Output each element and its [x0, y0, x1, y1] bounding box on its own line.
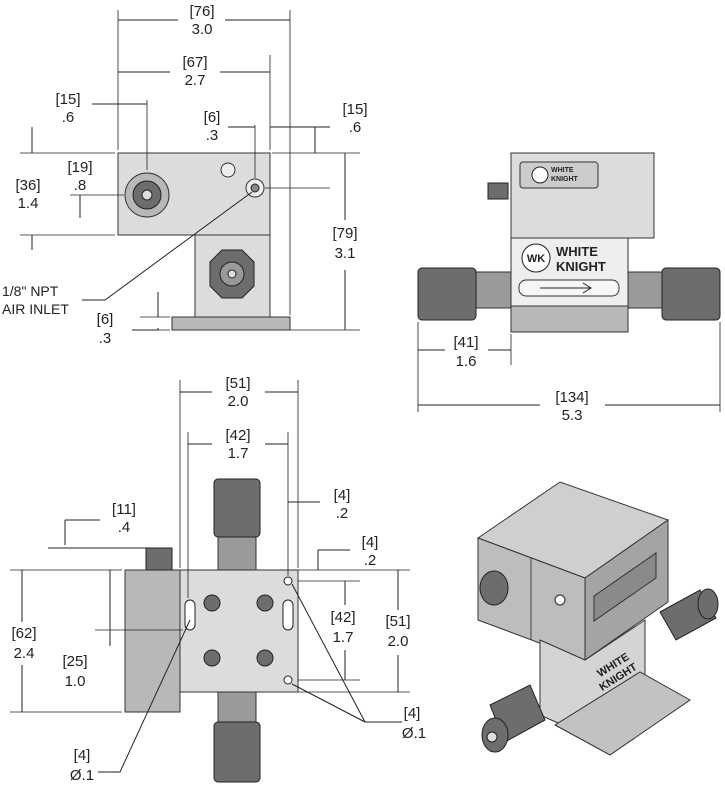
side-view-brand-line2: KNIGHT	[551, 176, 579, 183]
dim-76-in: 3.0	[192, 21, 213, 38]
iso-inlet-port	[554, 594, 566, 606]
side-view-right-nut	[627, 271, 664, 309]
dim-51-in: 2.0	[228, 393, 249, 410]
dim-67-mm: [67]	[182, 54, 207, 71]
dim-hole-right-mm: [4]	[404, 705, 421, 722]
side-view-logo-icon	[531, 166, 549, 184]
front-view-bottom-fitting	[213, 721, 261, 783]
callout-line1: 1/8" NPT	[2, 283, 59, 299]
dim-4b-mm: [4]	[362, 534, 379, 551]
front-view-hole-top	[283, 576, 293, 586]
dim-11-in: .4	[118, 519, 131, 536]
side-view-logo-large-icon	[521, 243, 551, 273]
iso-connector	[479, 570, 509, 606]
dim-134-mm: [134]	[555, 389, 588, 406]
dim-6-in: .3	[206, 127, 219, 144]
top-view-base	[171, 316, 291, 331]
dim-4a-in: .2	[336, 505, 349, 522]
side-view-right-fitting	[661, 267, 721, 321]
front-view-slot-right	[282, 599, 294, 631]
side-view-base	[510, 305, 629, 333]
dim-42v-mm: [42]	[330, 609, 355, 626]
dim-25-mm: [25]	[62, 653, 87, 670]
dim-19-mm: [19]	[67, 159, 92, 176]
side-view-brand-large-line1: WHITE	[556, 244, 598, 259]
front-view-top-fitting	[213, 478, 261, 538]
dim-51v-mm: [51]	[385, 613, 410, 630]
iso-label-plate	[593, 552, 657, 622]
dim-15r-in: .6	[349, 119, 362, 136]
dim-76-mm: [76]	[189, 3, 214, 20]
front-view: [51] 2.0 [42] 1.7 [11] .4 [4] .2 [4] .2 …	[10, 375, 426, 784]
dim-25-in: 1.0	[65, 673, 86, 690]
dim-15-in: .6	[62, 109, 75, 126]
isometric-view: WHITE KNIGHT	[476, 481, 719, 756]
dim-42v-in: 1.7	[333, 629, 354, 646]
dim-6b-mm: [6]	[97, 311, 114, 328]
front-view-slot-left	[184, 599, 196, 631]
dim-15-mm: [15]	[55, 91, 80, 108]
top-view: [76] 3.0 [67] 2.7 [15] .6 [6] .3 [15] .6…	[2, 3, 368, 347]
dim-42-mm: [42]	[225, 427, 250, 444]
callout-line2: AIR INLET	[2, 301, 69, 317]
dim-hole-left-in: Ø.1	[70, 767, 94, 784]
dim-36-mm: [36]	[15, 177, 40, 194]
dim-62-in: 2.4	[14, 645, 35, 662]
dim-51v-in: 2.0	[388, 633, 409, 650]
dim-79-in: 3.1	[335, 245, 356, 262]
side-view-brand-line1: WHITE	[551, 167, 574, 174]
top-view-screw	[220, 162, 236, 178]
front-view-screw-3	[203, 649, 221, 667]
front-view-connector	[145, 547, 173, 571]
dim-11-mm: [11]	[112, 501, 136, 518]
dim-hole-left-mm: [4]	[74, 747, 91, 764]
side-view-left-fitting	[417, 267, 477, 321]
dim-4a-mm: [4]	[334, 487, 351, 504]
front-view-screw-2	[256, 594, 274, 612]
front-view-hole-bottom	[283, 675, 293, 685]
side-view-connector	[487, 182, 509, 200]
hole-leader-left	[98, 619, 191, 773]
dim-hole-right-in: Ø.1	[402, 725, 426, 742]
front-view-plate	[179, 569, 299, 693]
dim-41-mm: [41]	[453, 334, 478, 351]
dim-79-mm: [79]	[332, 225, 357, 242]
side-view-monogram: WK	[527, 253, 545, 265]
dim-51-mm: [51]	[225, 375, 250, 392]
dim-4b-in: .2	[364, 552, 377, 569]
hole-leader-right-2	[291, 683, 366, 723]
front-view-side-body	[124, 569, 181, 713]
dim-15r-mm: [15]	[342, 101, 367, 118]
front-view-bottom-nut	[217, 691, 257, 725]
dim-6-mm: [6]	[204, 109, 221, 126]
dim-6b-in: .3	[99, 330, 112, 347]
side-view-left-nut	[473, 271, 512, 309]
iso-base	[554, 671, 691, 756]
dim-36-in: 1.4	[18, 195, 39, 212]
side-view: WHITE KNIGHT WK WHITE KNIGHT [41] 1.6 [1…	[417, 152, 721, 424]
dim-42-in: 1.7	[228, 445, 249, 462]
front-view-top-nut	[217, 534, 257, 571]
dim-19-in: .8	[74, 177, 87, 194]
hole-leader-right-1	[291, 583, 402, 723]
dim-41-in: 1.6	[456, 353, 477, 370]
inlet-leader	[82, 191, 253, 301]
dim-67-in: 2.7	[185, 72, 206, 89]
dim-134-in: 5.3	[562, 407, 583, 424]
front-view-screw-4	[256, 649, 274, 667]
dim-62-mm: [62]	[11, 625, 36, 642]
front-view-screw-1	[203, 594, 221, 612]
side-view-brand-large-line2: KNIGHT	[556, 259, 606, 274]
